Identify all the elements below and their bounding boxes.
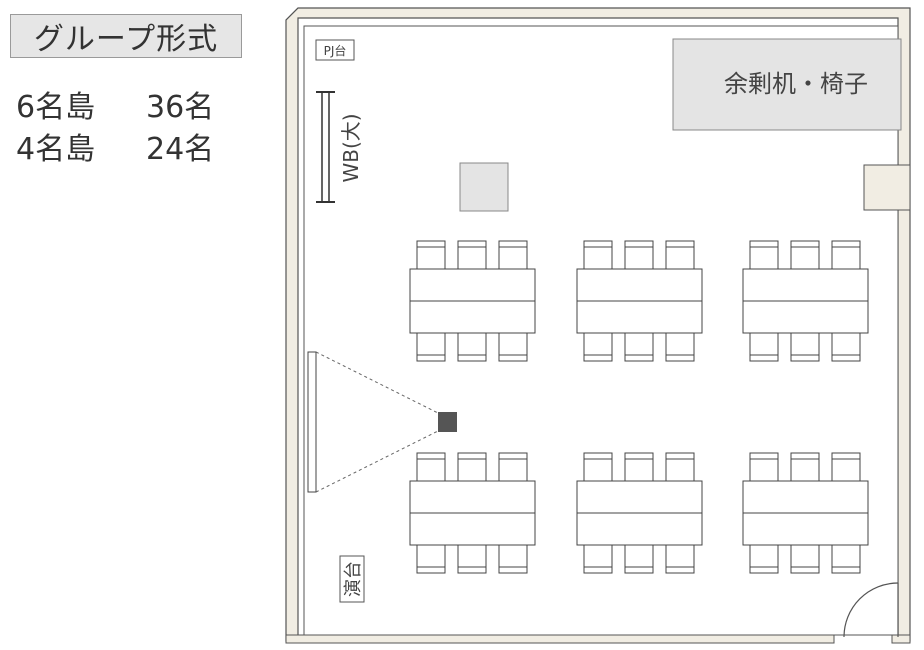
door [843,582,899,638]
desk [409,512,536,546]
desk [409,268,536,302]
chair [416,544,446,574]
layout-title: グループ形式 [10,14,242,58]
chair [583,332,613,362]
chair [583,240,613,270]
podium: 演台 [339,555,365,603]
chair [457,452,487,482]
table-island [742,240,869,362]
table-island [576,240,703,362]
desk [409,480,536,514]
chair [416,332,446,362]
chair [831,452,861,482]
chair [749,332,779,362]
spare-furniture-label: 余剰机・椅子 [724,70,868,98]
desk [409,300,536,334]
chair [498,544,528,574]
chair [790,452,820,482]
projection-line-bottom [315,429,441,493]
chair [457,240,487,270]
chair [665,544,695,574]
chair [583,544,613,574]
chair [457,332,487,362]
chair [665,452,695,482]
chair [831,240,861,270]
summary-row-6: 6名島 36名 [16,82,214,126]
table-island [409,452,536,574]
island-type-label: 4名島 [16,132,96,167]
capacity-count: 36名 [146,90,215,125]
table-island [409,240,536,362]
chair [416,452,446,482]
projector [438,412,457,432]
chair [790,544,820,574]
chair [831,544,861,574]
chair [457,544,487,574]
chair [624,332,654,362]
chair [498,332,528,362]
chair [416,240,446,270]
chair [790,332,820,362]
table-island [576,452,703,574]
chair [624,544,654,574]
desk [742,480,869,514]
chair [665,332,695,362]
desk [742,268,869,302]
projection-screen [307,351,317,493]
whiteboard: WB(大) [316,91,363,203]
summary-row-4: 4名島 24名 [16,124,214,168]
chair [749,240,779,270]
chair [665,240,695,270]
desk [576,480,703,514]
projection-line-top [315,351,441,415]
chair [790,240,820,270]
chair [831,332,861,362]
chair [498,452,528,482]
chair [749,544,779,574]
pj-stand-label: PJ台 [324,43,347,58]
desk [576,512,703,546]
table-islands [409,240,869,574]
desk [742,300,869,334]
table-island [742,452,869,574]
capacity-count: 24名 [146,132,215,167]
chair [624,452,654,482]
desk [742,512,869,546]
desk [576,268,703,302]
podium-label: 演台 [343,561,364,597]
desk [576,300,703,334]
island-type-label: 6名島 [16,90,96,125]
storage-box [459,162,509,212]
pj-stand: PJ台 [315,39,355,61]
whiteboard-label: WB(大) [339,113,363,182]
spare-furniture-area: 余剰机・椅子 [672,38,902,131]
chair [583,452,613,482]
chair [624,240,654,270]
chair [498,240,528,270]
chair [749,452,779,482]
